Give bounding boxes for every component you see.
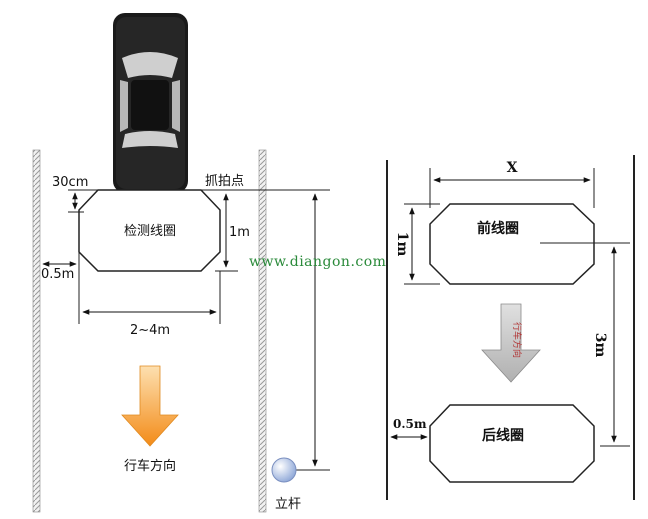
dimension-width-label: 2~4m: [130, 323, 170, 338]
dimension-x-label: X: [507, 160, 518, 176]
dimension-1m-label: 1m: [229, 225, 250, 240]
front-loop: [429, 203, 595, 285]
loop-label: 检测线圈: [124, 224, 176, 239]
watermark: www.diangon.com: [249, 254, 386, 270]
detection-loop: [78, 189, 221, 272]
direction-vertical-label: 行车方向: [511, 322, 523, 358]
direction-arrow-gray: [481, 303, 541, 383]
direction-label: 行车方向: [124, 458, 176, 474]
pole-icon: [271, 457, 297, 483]
capture-point-label: 抓拍点: [205, 174, 244, 189]
dimension-1m-right-label: 1m: [394, 232, 410, 257]
car-icon: [113, 13, 188, 193]
dimension-05m-label: 0.5m: [41, 267, 74, 282]
right-lane-edge: [258, 149, 267, 513]
left-lane-edge: [32, 149, 41, 513]
rear-loop-label: 后线圈: [482, 427, 524, 444]
pole-label: 立杆: [275, 497, 301, 512]
direction-arrow-orange: [121, 365, 179, 447]
dimension-05m-right-label: 0.5m: [393, 417, 427, 431]
dimension-3m-label: 3m: [592, 333, 608, 358]
dimension-30cm-label: 30cm: [52, 175, 88, 190]
front-loop-label: 前线圈: [477, 220, 519, 237]
